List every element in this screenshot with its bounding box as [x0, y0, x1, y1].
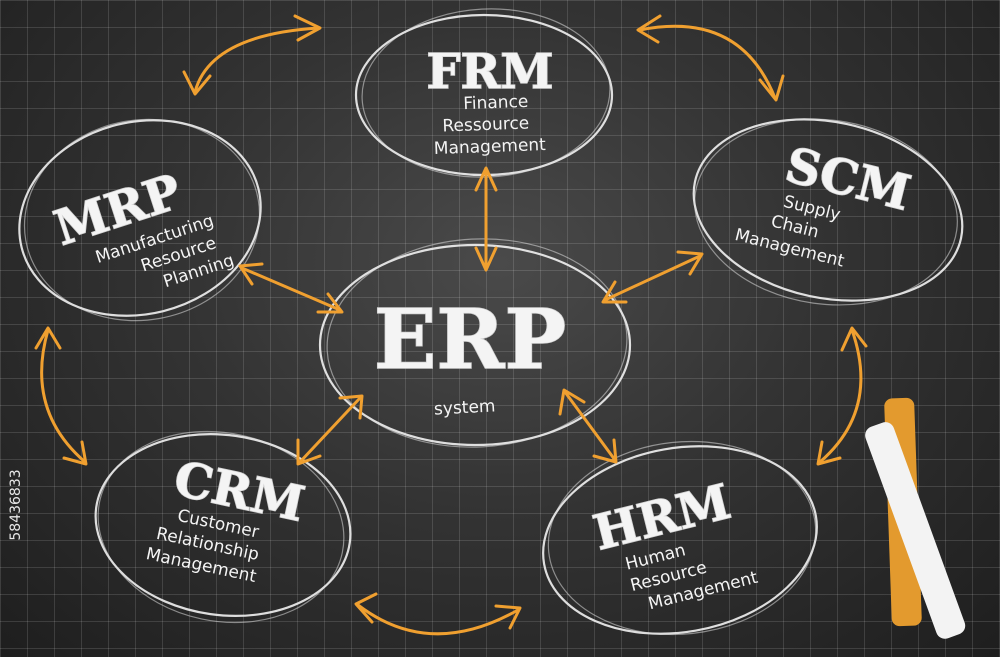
arrow-erp-scm	[601, 250, 704, 304]
arrows	[34, 14, 868, 636]
mrp-label: MRP Manufacturing Resource Planning	[47, 163, 237, 292]
ellipses	[18, 8, 964, 636]
erp-label: ERP system	[373, 291, 567, 419]
erp-subtitle: system	[434, 396, 496, 419]
hrm-label: HRM Human Resource Management	[587, 473, 760, 614]
stock-id: 58436833	[8, 469, 24, 540]
arrow-scm-hrm	[816, 326, 868, 466]
arrow-frm-scm	[636, 14, 785, 102]
scm-ellipse	[692, 118, 964, 306]
arrow-erp-crm	[296, 394, 364, 466]
arrow-erp-mrp	[238, 262, 344, 314]
frm-line-2: Ressource	[442, 113, 529, 136]
chalk-sticks	[865, 397, 966, 639]
arrow-mrp-frm	[182, 14, 322, 96]
frm-line-3: Management	[434, 135, 547, 159]
frm-acronym: FRM	[426, 44, 553, 100]
arrow-mrp-crm	[34, 326, 88, 466]
erp-ellipse	[318, 238, 632, 448]
hrm-ellipse	[542, 440, 818, 636]
arrow-erp-frm	[474, 166, 498, 272]
erp-acronym: ERP	[374, 292, 566, 388]
scm-label: SCM Supply Chain Management	[733, 136, 917, 271]
arrow-erp-hrm	[558, 388, 618, 464]
crm-label: CRM Customer Relationship Management	[144, 450, 310, 587]
white-chalk-stick	[865, 422, 966, 639]
frm-label: FRM Finance Ressource Management	[426, 43, 555, 159]
crm-ellipse	[94, 430, 352, 624]
mrp-ellipse	[18, 118, 262, 322]
frm-line-1: Finance	[463, 92, 529, 114]
arrow-crm-hrm	[354, 592, 522, 636]
